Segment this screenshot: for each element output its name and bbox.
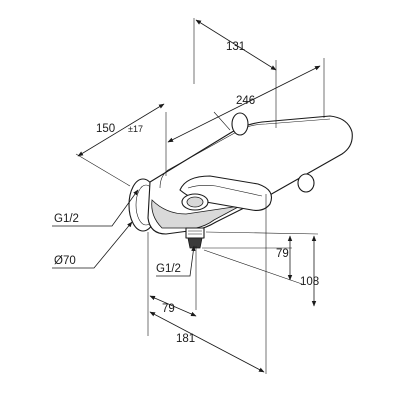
spout-nut bbox=[185, 227, 205, 239]
rear-inlet bbox=[231, 112, 249, 136]
label-131: 131 bbox=[226, 41, 245, 53]
label-150-tolerance: ±17 bbox=[128, 124, 143, 134]
label-108: 108 bbox=[300, 276, 319, 288]
label-79-vertical: 79 bbox=[276, 248, 289, 260]
leader-dia70 bbox=[52, 221, 133, 269]
leader-lines bbox=[52, 189, 196, 277]
dimension-labels: 131 246 150 ±17 G1/2 Ø70 G1/2 79 108 79 … bbox=[54, 41, 319, 345]
dim-line-131 bbox=[195, 19, 277, 71]
leader-g12-top bbox=[52, 189, 139, 227]
label-150: 150 bbox=[96, 123, 115, 135]
dim-line-150 bbox=[77, 103, 165, 157]
label-181: 181 bbox=[176, 333, 195, 345]
dimension-lines bbox=[77, 19, 321, 373]
label-dia70: Ø70 bbox=[54, 255, 76, 267]
faucet-body bbox=[128, 112, 353, 249]
end-knob bbox=[297, 173, 315, 193]
dim-line-246 bbox=[167, 65, 321, 143]
label-246: 246 bbox=[236, 95, 255, 107]
label-g12-top: G1/2 bbox=[54, 213, 79, 225]
spout-outlet bbox=[187, 237, 203, 249]
dim-line-181 bbox=[149, 311, 265, 373]
label-g12-bottom: G1/2 bbox=[156, 263, 181, 275]
label-79-horizontal: 79 bbox=[162, 303, 175, 315]
leader-g12-bottom bbox=[156, 245, 196, 277]
